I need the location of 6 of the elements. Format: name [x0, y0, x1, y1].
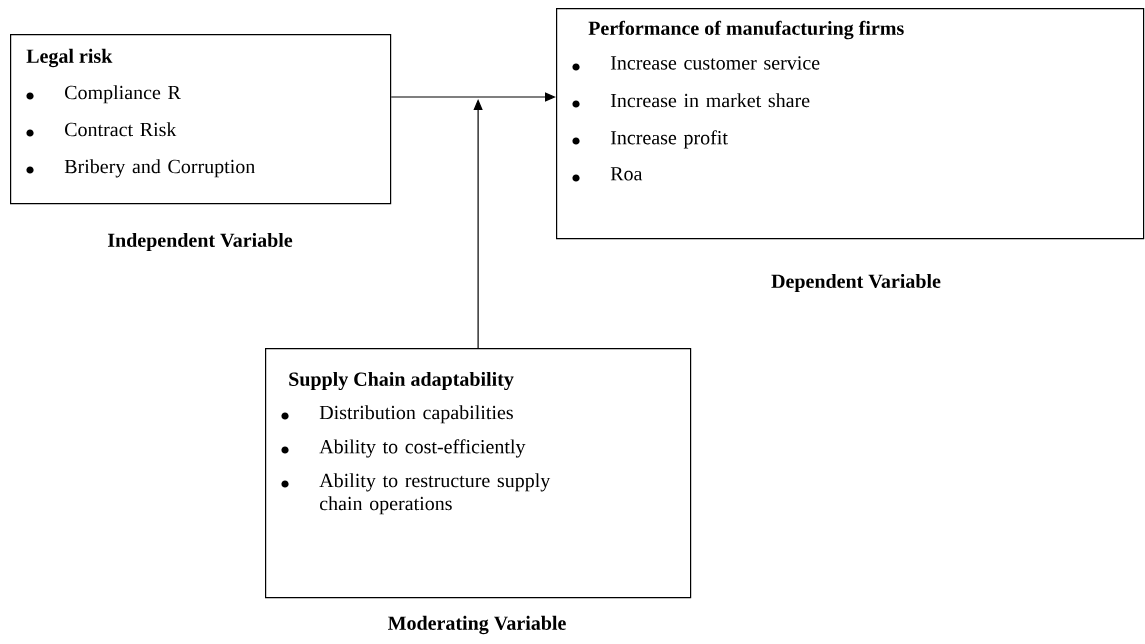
- variable-box: Supply Chain adaptability Distribution capabilities Ability to cost-efficiently Ability to restructure supply chain operations: [265, 348, 692, 599]
- variable-label: Dependent Variable: [771, 273, 941, 293]
- variable-label: Moderating Variable: [388, 615, 566, 635]
- variable-box: Performance of manufacturing firms Increase customer service Increase in market share Increase profit Roa: [556, 8, 1145, 240]
- variable-box: Legal risk Compliance R Contract Risk Bribery and Corruption: [10, 34, 392, 205]
- variable-label: Independent Variable: [108, 232, 293, 252]
